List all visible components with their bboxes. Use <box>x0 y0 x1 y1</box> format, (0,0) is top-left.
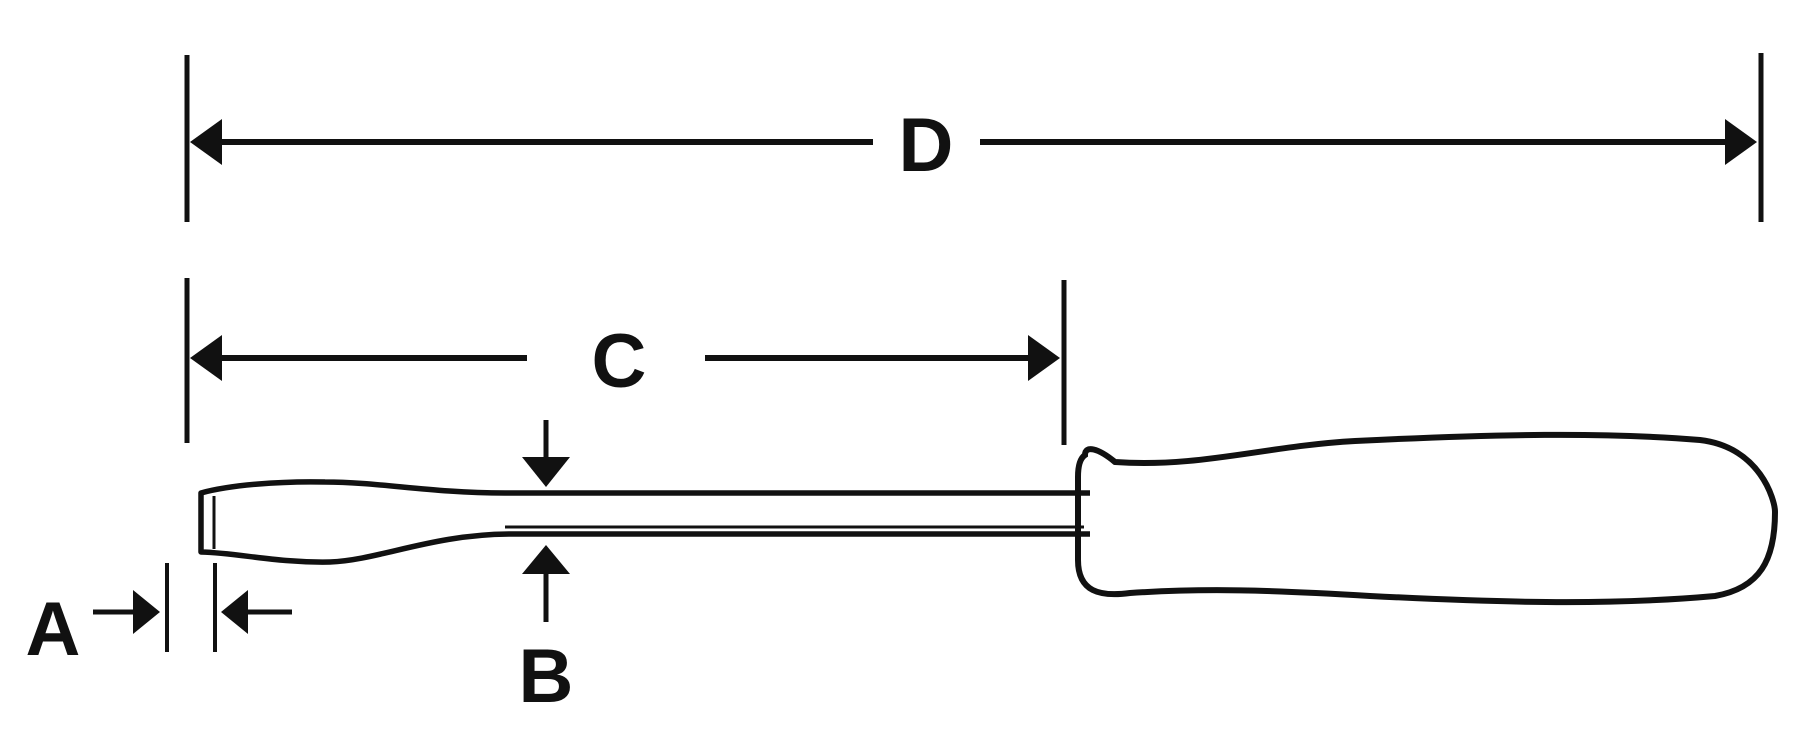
screwdriver <box>198 431 1779 606</box>
arrowhead-d-right <box>1725 119 1757 165</box>
arrowhead-a-left <box>133 590 160 634</box>
arrowhead-b-top <box>522 457 570 487</box>
arrowhead-a-right <box>221 590 248 634</box>
dimension-a: A <box>26 563 292 672</box>
arrowhead-c-right <box>1028 335 1060 381</box>
dimension-c: C <box>184 278 1067 445</box>
dimension-b: B <box>519 420 574 719</box>
screwdriver-shaft <box>198 479 1090 565</box>
arrowhead-d-left <box>190 119 222 165</box>
label-d: D <box>899 103 954 188</box>
arrowhead-c-left <box>190 335 222 381</box>
screwdriver-handle <box>1075 431 1779 606</box>
arrowhead-b-bottom <box>522 545 570 574</box>
dimension-d: D <box>184 53 1764 222</box>
label-b: B <box>519 634 574 719</box>
label-c: C <box>592 319 647 404</box>
label-a: A <box>26 587 81 672</box>
